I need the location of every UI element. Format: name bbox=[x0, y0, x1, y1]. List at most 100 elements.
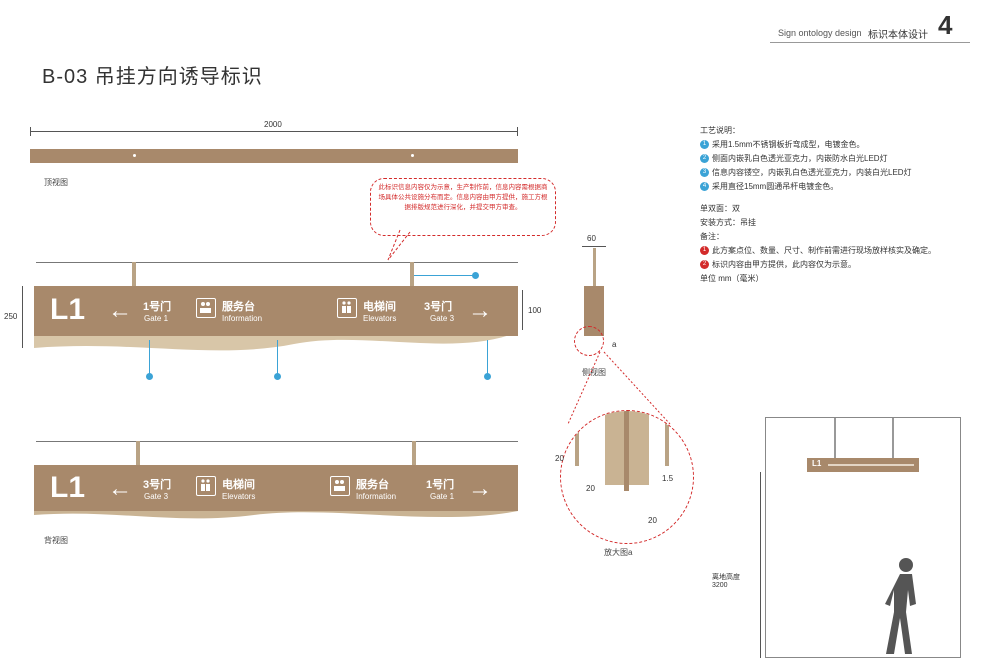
detail-panel-right-wall bbox=[665, 411, 669, 466]
remark-1-marker: 1 bbox=[700, 246, 709, 256]
disclaimer-callout bbox=[370, 178, 556, 236]
scene-mini-level: L1 bbox=[812, 459, 822, 468]
front-height-dim: 250 bbox=[4, 312, 18, 321]
callout-leader bbox=[387, 229, 411, 261]
back-level-label: L1 bbox=[50, 471, 86, 504]
remarks-heading: 备注： bbox=[700, 232, 724, 241]
detail-dim-3: 1.5 bbox=[662, 474, 674, 483]
top-width-dim: 2000 bbox=[264, 120, 282, 129]
back-elevator-icon bbox=[196, 476, 216, 496]
scene-height-dim-line bbox=[760, 472, 761, 658]
ceiling-line-back bbox=[36, 441, 518, 442]
marker-4 bbox=[472, 272, 479, 279]
back-item-3-en: Information bbox=[356, 492, 397, 501]
page-number: 4 bbox=[938, 10, 953, 40]
front-item-3-cn: 电梯间 bbox=[363, 301, 396, 313]
front-item-4-cn: 3号门 bbox=[424, 301, 453, 313]
process-note-4-marker: 4 bbox=[700, 182, 709, 192]
back-item-4-en: Gate 1 bbox=[430, 492, 455, 501]
back-item-3-cn: 服务台 bbox=[356, 479, 389, 491]
side-view-panel bbox=[584, 286, 604, 336]
back-item-1-en: Gate 3 bbox=[144, 492, 169, 501]
back-information-desk-icon bbox=[330, 476, 350, 496]
elevator-icon bbox=[337, 298, 357, 318]
page-title: B-03 吊挂方向诱导标识 bbox=[42, 66, 263, 88]
hanger-rod-back-right bbox=[412, 441, 416, 465]
process-notes-heading: 工艺说明： bbox=[700, 126, 740, 135]
marker-3 bbox=[484, 373, 491, 380]
side-width-dim: 60 bbox=[587, 234, 596, 243]
hanger-rod-back-left bbox=[136, 441, 140, 465]
detail-panel-left-wall bbox=[575, 411, 579, 466]
marker-2-leader bbox=[277, 340, 278, 374]
back-item-2-cn: 电梯间 bbox=[222, 479, 255, 491]
scene-hanger-rod-left bbox=[834, 418, 836, 458]
marker-2 bbox=[274, 373, 281, 380]
side-width-dim-line bbox=[582, 246, 606, 247]
back-item-4-cn: 1号门 bbox=[426, 479, 455, 491]
install-method: 安装方式：吊挂 bbox=[700, 218, 756, 227]
marker-4-leader bbox=[414, 275, 474, 276]
front-panel-dim: 100 bbox=[528, 306, 542, 315]
top-width-dim-line bbox=[30, 131, 518, 132]
top-width-dim-tick-right bbox=[517, 127, 518, 136]
back-item-1-cn: 3号门 bbox=[143, 479, 172, 491]
marker-1-leader bbox=[149, 340, 150, 374]
scene-hanger-rod-right bbox=[892, 418, 894, 458]
detail-leader-lines bbox=[567, 351, 671, 425]
detail-center-rod bbox=[624, 411, 629, 491]
information-desk-icon bbox=[196, 298, 216, 318]
back-item-2-en: Elevators bbox=[222, 492, 256, 501]
front-panel-dim-line bbox=[522, 290, 523, 330]
top-view-bolt-right bbox=[411, 154, 414, 157]
process-note-1-marker: 1 bbox=[700, 140, 709, 150]
scene-height-value: 3200 bbox=[712, 582, 728, 589]
marker-3-leader bbox=[487, 340, 488, 374]
process-note-2-marker: 2 bbox=[700, 154, 709, 164]
side-hanger-rod bbox=[593, 248, 596, 286]
front-sign-panel bbox=[34, 286, 518, 336]
back-view-label: 背视图 bbox=[44, 536, 68, 545]
disclaimer-callout-text: 此标识信息内容仅为示意，生产制作前，信息内容需根据商场具体公共设施分布而定。信息… bbox=[378, 184, 548, 211]
top-view-label: 顶视图 bbox=[44, 178, 68, 187]
header-subtitle-en: Sign ontology design bbox=[778, 28, 862, 38]
remark-2-marker: 2 bbox=[700, 260, 709, 270]
front-item-2-en: Information bbox=[222, 314, 263, 323]
top-view-bar bbox=[30, 149, 518, 163]
front-arrow-right-icon: → bbox=[468, 297, 492, 324]
scene-frame bbox=[765, 417, 961, 658]
scene-mini-sign-content bbox=[828, 464, 914, 466]
front-item-1-en: Gate 1 bbox=[144, 314, 169, 323]
front-item-4-en: Gate 3 bbox=[430, 314, 455, 323]
hanger-rod-front-right bbox=[410, 262, 414, 286]
hanger-rod-front-left bbox=[132, 262, 136, 286]
unit-note: 单位 mm（毫米） bbox=[700, 274, 764, 283]
back-arrow-left-icon: ← bbox=[108, 475, 132, 502]
detail-dim-2: 20 bbox=[586, 484, 595, 493]
header-rule bbox=[770, 42, 970, 43]
process-note-3-marker: 3 bbox=[700, 168, 709, 178]
marker-1 bbox=[146, 373, 153, 380]
side-view-label: 侧视图 bbox=[582, 368, 606, 377]
front-height-dim-line bbox=[22, 286, 23, 348]
front-item-2-cn: 服务台 bbox=[222, 301, 255, 313]
ceiling-line-front bbox=[36, 262, 518, 263]
top-view-bolt-left bbox=[133, 154, 136, 157]
back-arrow-right-icon: → bbox=[468, 475, 492, 502]
front-item-1-cn: 1号门 bbox=[143, 301, 172, 313]
side-detail-tag: a bbox=[612, 340, 617, 349]
single-double-sided: 单双面：双 bbox=[700, 204, 740, 213]
pedestrian-icon bbox=[885, 558, 916, 654]
front-arrow-left-icon: ← bbox=[108, 297, 132, 324]
scene-height-label: 离地高度 bbox=[712, 574, 740, 581]
front-item-3-en: Elevators bbox=[363, 314, 397, 323]
detail-dim-4: 20 bbox=[648, 516, 657, 525]
detail-dim-1: 20 bbox=[555, 454, 564, 463]
